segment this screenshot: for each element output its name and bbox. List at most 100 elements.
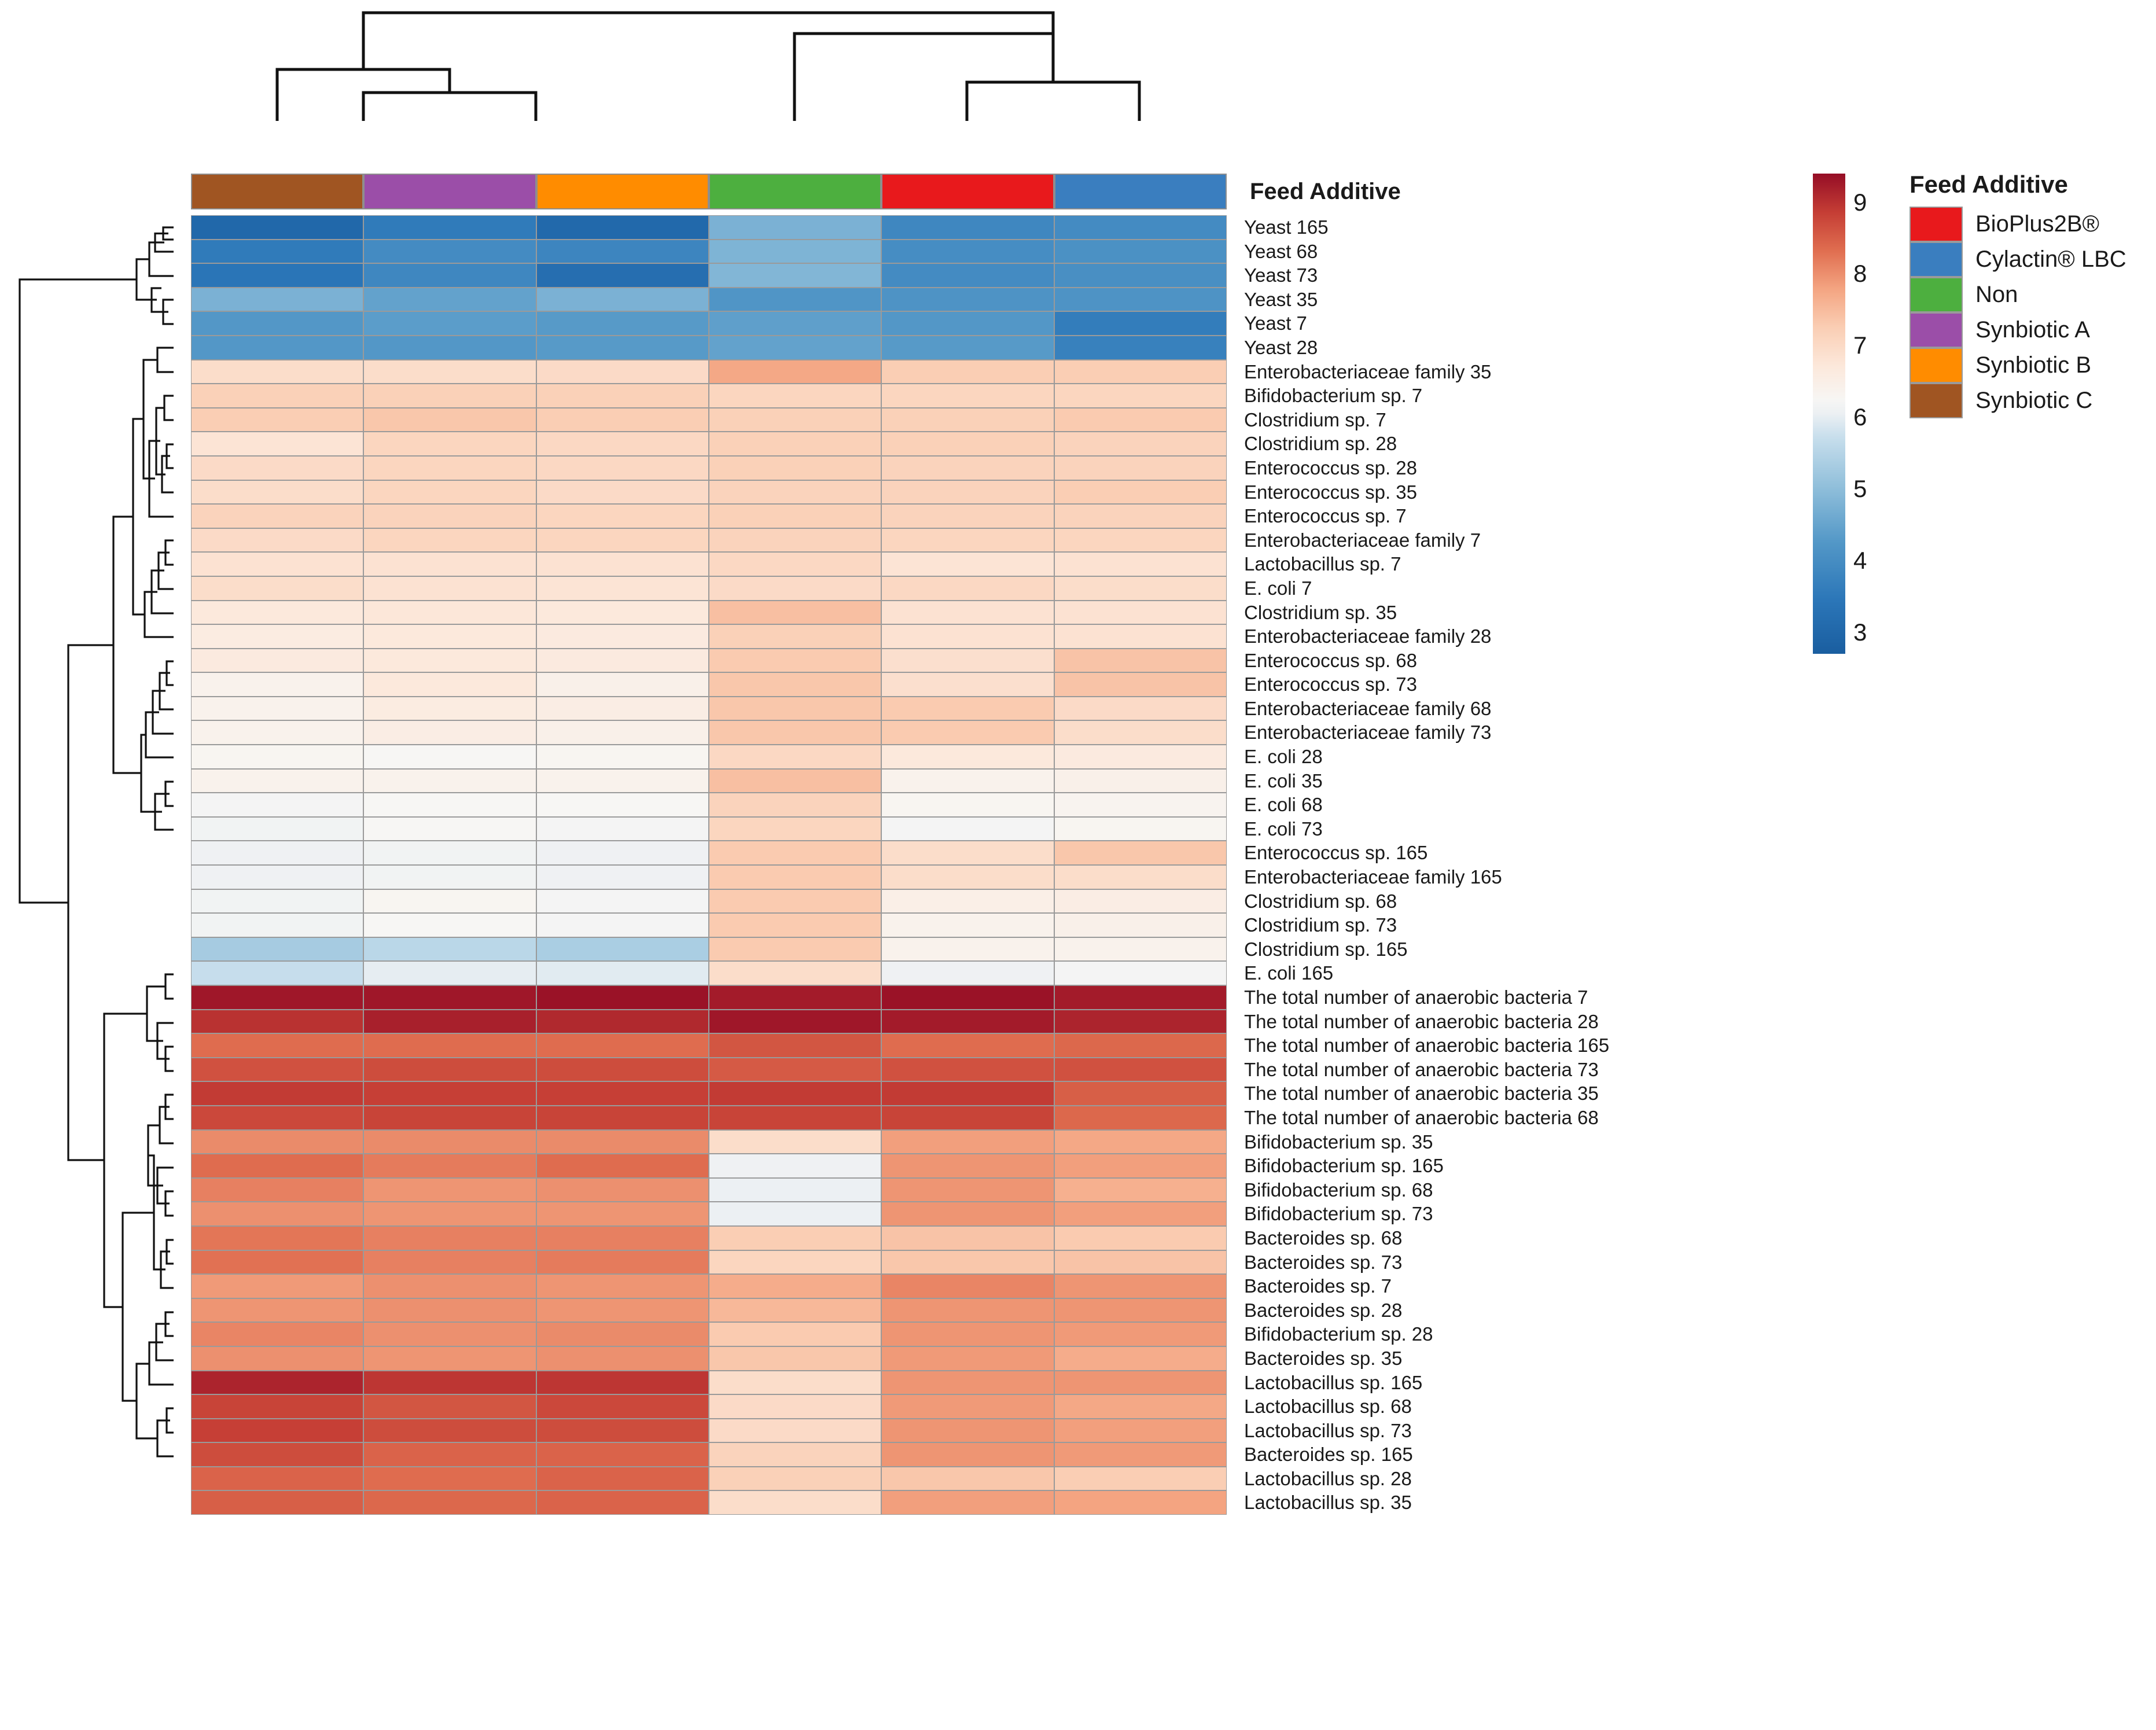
legend-item[interactable]: Synbiotic C [1910, 383, 2156, 418]
heatmap-cell[interactable] [191, 624, 364, 649]
heatmap-cell[interactable] [536, 937, 709, 962]
heatmap-cell[interactable] [363, 720, 536, 745]
heatmap-cell[interactable] [881, 1009, 1054, 1034]
heatmap-cell[interactable] [708, 1009, 882, 1034]
heatmap-cell[interactable] [1054, 432, 1227, 456]
legend-item[interactable]: Non [1910, 277, 2156, 312]
heatmap-cell[interactable] [191, 648, 364, 673]
heatmap-cell[interactable] [536, 1274, 709, 1298]
heatmap-cell[interactable] [708, 624, 882, 649]
heatmap-cell[interactable] [191, 1033, 364, 1058]
heatmap-cell[interactable] [708, 335, 882, 360]
heatmap-cell[interactable] [536, 913, 709, 937]
heatmap-cell[interactable] [363, 793, 536, 817]
heatmap-cell[interactable] [536, 287, 709, 312]
heatmap-cell[interactable] [191, 1250, 364, 1275]
heatmap-cell[interactable] [191, 816, 364, 841]
heatmap-cell[interactable] [191, 1154, 364, 1178]
heatmap-cell[interactable] [191, 985, 364, 1010]
heatmap-cell[interactable] [191, 889, 364, 914]
heatmap-cell[interactable] [881, 1418, 1054, 1443]
heatmap-cell[interactable] [1054, 384, 1227, 408]
heatmap-cell[interactable] [536, 1225, 709, 1250]
legend-item[interactable]: BioPlus2B® [1910, 207, 2156, 242]
heatmap-cell[interactable] [708, 1490, 882, 1515]
heatmap-cell[interactable] [536, 432, 709, 456]
heatmap-cell[interactable] [1054, 889, 1227, 914]
heatmap-cell[interactable] [708, 239, 882, 264]
heatmap-cell[interactable] [363, 215, 536, 240]
heatmap-cell[interactable] [536, 768, 709, 793]
heatmap-cell[interactable] [708, 1346, 882, 1371]
heatmap-cell[interactable] [536, 1154, 709, 1178]
heatmap-cell[interactable] [536, 384, 709, 408]
heatmap-cell[interactable] [536, 1105, 709, 1130]
heatmap-cell[interactable] [1054, 1154, 1227, 1178]
heatmap-cell[interactable] [708, 913, 882, 937]
heatmap-cell[interactable] [536, 624, 709, 649]
heatmap-cell[interactable] [536, 1466, 709, 1491]
heatmap-cell[interactable] [708, 793, 882, 817]
heatmap-cell[interactable] [881, 1394, 1054, 1419]
heatmap-cell[interactable] [191, 1202, 364, 1226]
heatmap-cell[interactable] [191, 215, 364, 240]
heatmap-cell[interactable] [1054, 552, 1227, 576]
heatmap-cell[interactable] [1054, 1370, 1227, 1395]
heatmap-cell[interactable] [1054, 239, 1227, 264]
heatmap-cell[interactable] [708, 648, 882, 673]
heatmap-cell[interactable] [191, 600, 364, 625]
heatmap-cell[interactable] [881, 696, 1054, 721]
heatmap-cell[interactable] [363, 937, 536, 962]
heatmap-cell[interactable] [536, 359, 709, 384]
heatmap-cell[interactable] [191, 432, 364, 456]
heatmap-cell[interactable] [881, 528, 1054, 553]
heatmap-cell[interactable] [363, 745, 536, 769]
heatmap-cell[interactable] [881, 407, 1054, 432]
heatmap-cell[interactable] [708, 1370, 882, 1395]
heatmap-cell[interactable] [536, 816, 709, 841]
heatmap-cell[interactable] [363, 624, 536, 649]
heatmap-cell[interactable] [536, 889, 709, 914]
heatmap-cell[interactable] [363, 985, 536, 1010]
heatmap-cell[interactable] [191, 913, 364, 937]
heatmap-cell[interactable] [881, 672, 1054, 697]
heatmap-cell[interactable] [881, 455, 1054, 480]
heatmap-cell[interactable] [1054, 913, 1227, 937]
heatmap-cell[interactable] [881, 1490, 1054, 1515]
heatmap-cell[interactable] [363, 600, 536, 625]
heatmap-cell[interactable] [363, 913, 536, 937]
heatmap-cell[interactable] [1054, 1466, 1227, 1491]
heatmap-cell[interactable] [1054, 528, 1227, 553]
heatmap-cell[interactable] [363, 961, 536, 985]
heatmap-cell[interactable] [881, 1442, 1054, 1467]
heatmap-cell[interactable] [881, 263, 1054, 288]
heatmap-cell[interactable] [881, 1202, 1054, 1226]
heatmap-cell[interactable] [536, 263, 709, 288]
heatmap-cell[interactable] [881, 648, 1054, 673]
annotation-cell-synbiotic-a[interactable] [363, 174, 536, 209]
heatmap-cell[interactable] [191, 359, 364, 384]
heatmap-cell[interactable] [191, 768, 364, 793]
heatmap-cell[interactable] [536, 407, 709, 432]
heatmap-cell[interactable] [1054, 793, 1227, 817]
heatmap-cell[interactable] [363, 311, 536, 336]
annotation-cell-synbiotic-c[interactable] [191, 174, 364, 209]
heatmap-cell[interactable] [881, 1105, 1054, 1130]
heatmap-cell[interactable] [708, 384, 882, 408]
heatmap-cell[interactable] [881, 1466, 1054, 1491]
heatmap-cell[interactable] [1054, 504, 1227, 528]
heatmap-cell[interactable] [363, 407, 536, 432]
heatmap-cell[interactable] [1054, 696, 1227, 721]
heatmap-cell[interactable] [1054, 624, 1227, 649]
heatmap-cell[interactable] [536, 528, 709, 553]
heatmap-cell[interactable] [363, 1202, 536, 1226]
heatmap-cell[interactable] [536, 1009, 709, 1034]
heatmap-cell[interactable] [708, 1033, 882, 1058]
heatmap-cell[interactable] [881, 816, 1054, 841]
heatmap-cell[interactable] [536, 1129, 709, 1154]
heatmap-cell[interactable] [708, 311, 882, 336]
heatmap-cell[interactable] [536, 455, 709, 480]
heatmap-cell[interactable] [881, 1250, 1054, 1275]
heatmap-cell[interactable] [708, 480, 882, 505]
heatmap-cell[interactable] [881, 985, 1054, 1010]
